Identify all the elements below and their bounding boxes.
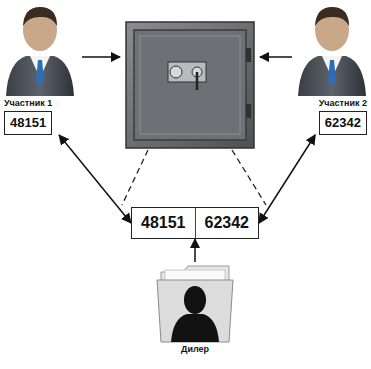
code-number: 48151	[4, 111, 52, 135]
participant-box: Участник 1 48151	[4, 98, 84, 135]
code-number: 62342	[319, 111, 367, 135]
code-box: 4815162342	[131, 207, 259, 239]
connector-arrow	[259, 135, 315, 223]
dealer-folder: Дилер	[150, 262, 240, 355]
participant-box: Участник 2 62342	[287, 98, 367, 135]
connector-arrow	[59, 135, 131, 223]
person-icon	[298, 7, 366, 96]
person-icon	[6, 7, 74, 96]
name-label: Участник 2	[319, 98, 367, 109]
name-label: Участник 1	[4, 98, 52, 109]
code-number: 48151	[132, 208, 195, 238]
safe-icon	[126, 22, 254, 148]
arrow	[82, 56, 292, 58]
folder-icon	[155, 262, 235, 344]
connector-arrow	[194, 239, 196, 262]
name-label: Дилер	[181, 344, 209, 355]
dashed-line	[122, 150, 266, 205]
code-number: 62342	[195, 208, 259, 238]
